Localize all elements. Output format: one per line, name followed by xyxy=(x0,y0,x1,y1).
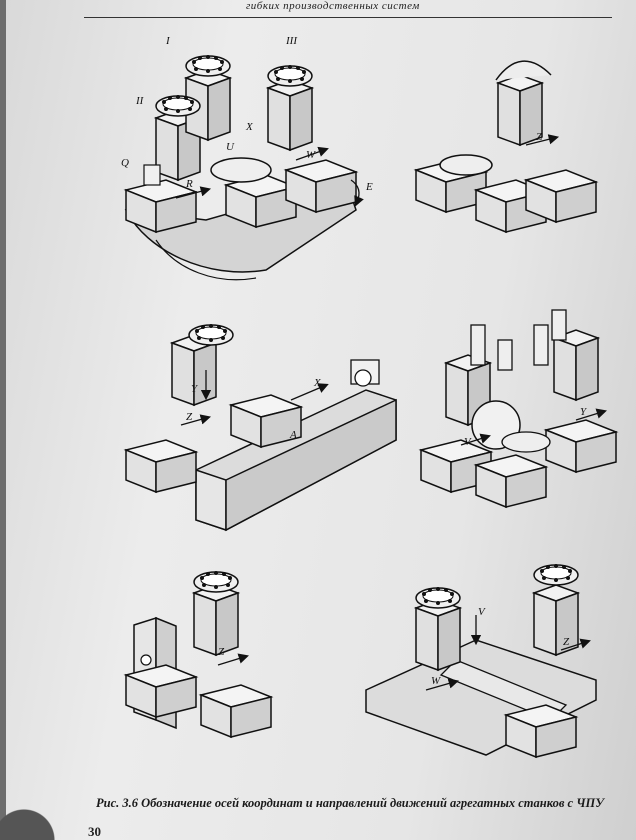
label-V-m4: V xyxy=(464,436,472,448)
label-I: I xyxy=(165,35,171,47)
label-U: U xyxy=(226,141,235,153)
label-X: X xyxy=(245,121,254,133)
book-page: гибких производственных систем xyxy=(6,0,636,840)
machine-1-drawing: I II III Q R W X E U xyxy=(121,35,373,281)
running-head: гибких производственных систем xyxy=(246,0,420,12)
label-III: III xyxy=(285,35,298,47)
label-X-m3: X xyxy=(313,377,322,389)
label-W: W xyxy=(306,149,316,161)
label-Y-m3: Y xyxy=(191,383,199,395)
label-V-m6: V xyxy=(478,606,486,618)
label-II: II xyxy=(135,95,145,107)
label-Z-m6: Z xyxy=(563,636,570,648)
machine-2-drawing: Z xyxy=(415,60,597,233)
header-rule xyxy=(84,17,612,18)
machine-6-drawing: V W Z xyxy=(365,563,597,758)
label-W-m6: W xyxy=(431,675,441,687)
page-number: 30 xyxy=(88,824,101,839)
machine-4-drawing: V Y xyxy=(420,309,617,508)
figure-caption: Рис. 3.6 Обозначение осей координат и на… xyxy=(96,796,604,810)
label-A-m3: A xyxy=(289,429,297,441)
machine-figure: I II III Q R W X E U Z xyxy=(121,35,617,758)
label-Z-m3: Z xyxy=(186,411,193,423)
machine-3-drawing: Y X Z A xyxy=(125,323,397,532)
label-Q: Q xyxy=(121,157,129,169)
label-Y-m4: Y xyxy=(580,406,588,418)
thumb-shadow xyxy=(0,800,80,840)
machine-5-drawing: Z xyxy=(125,570,272,738)
label-Z-m5: Z xyxy=(218,646,225,658)
label-E: E xyxy=(365,181,373,193)
label-Z-m2: Z xyxy=(536,131,543,143)
label-R: R xyxy=(185,178,193,190)
